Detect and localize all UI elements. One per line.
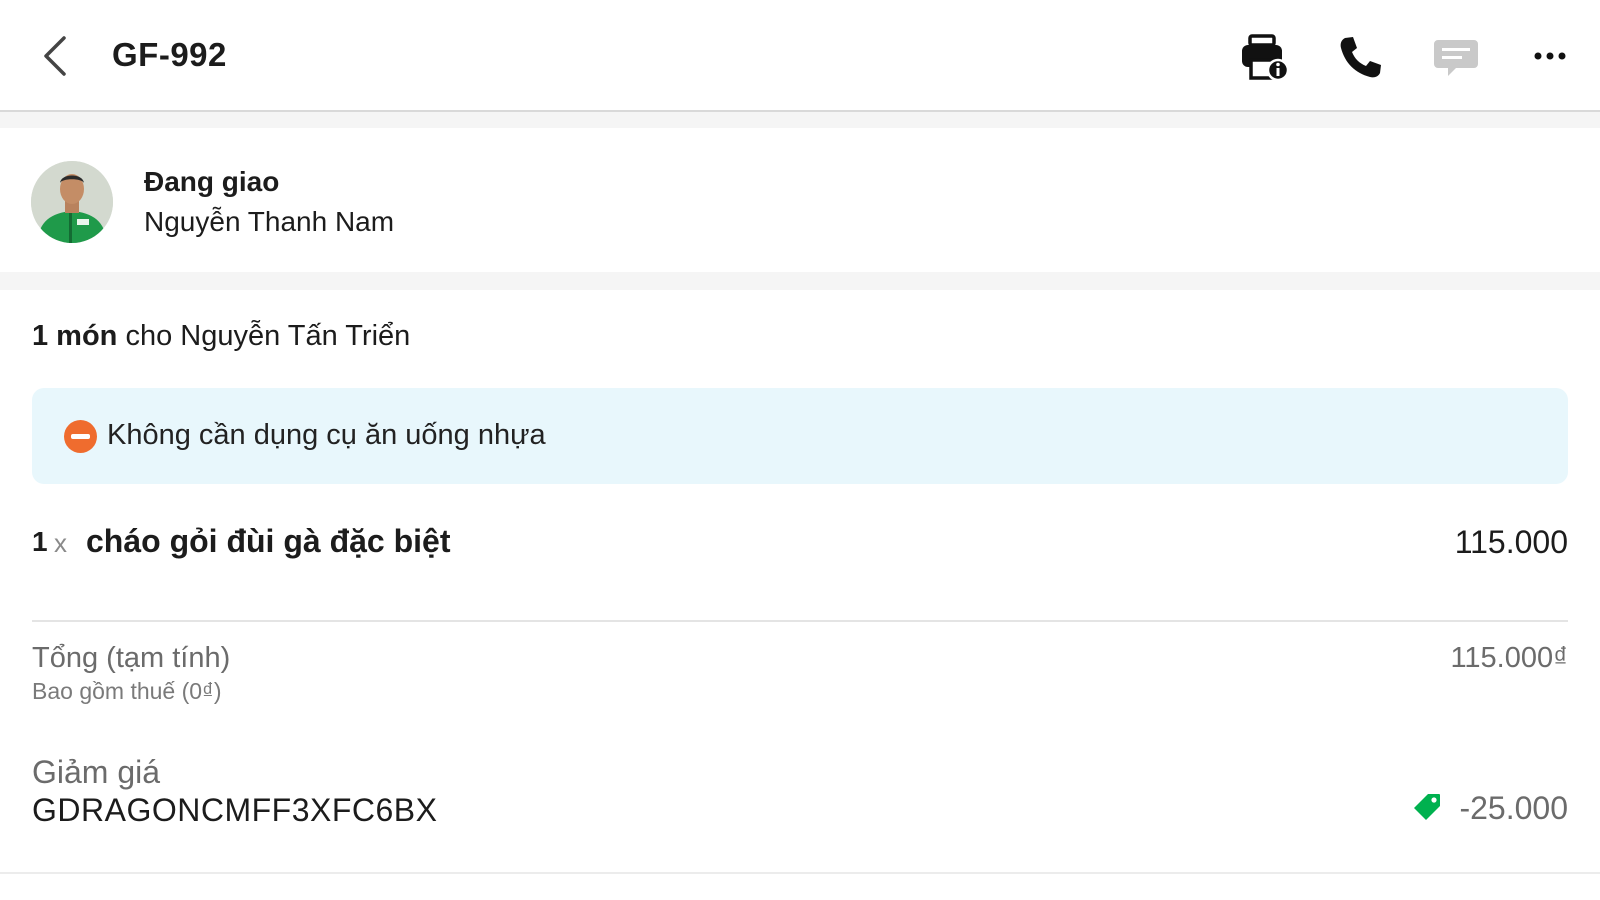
item-count: 1 món [32,320,118,352]
back-button[interactable] [36,34,76,78]
printer-info-button[interactable] [1240,34,1290,82]
no-entry-icon [64,420,97,453]
promo-tag-icon [1414,794,1440,820]
divider [0,872,1600,874]
app-header: GF-992 [0,0,1600,112]
recipient-prefix: cho [125,320,173,352]
order-id-title: GF-992 [112,36,227,73]
section-gap [0,272,1600,290]
chat-button[interactable] [1432,34,1480,82]
item-price: 115.000 [1454,524,1568,560]
cutlery-notice: Không cần dụng cụ ăn uống nhựa [32,388,1568,484]
chat-icon [1434,40,1478,76]
order-item-row: 1 x cháo gỏi đùi gà đặc biệt 115.000 [32,510,1568,570]
item-quantity: 1 [32,526,48,557]
order-details: 1 món cho Nguyễn Tấn Triển Không cần dụn… [0,290,1600,900]
driver-card[interactable]: Đang giao Nguyễn Thanh Nam [0,128,1600,272]
driver-avatar [31,161,113,243]
notice-text: Không cần dụng cụ ăn uống nhựa [107,419,546,451]
discount-code: GDRAGONCMFF3XFC6BX [32,792,438,828]
order-summary-line: 1 món cho Nguyễn Tấn Triển [32,320,410,353]
discount-value: -25.000 [1459,790,1568,826]
subtotal-value: 115.000₫ [1450,642,1568,674]
subtotal-label: Tổng (tạm tính) [32,642,231,674]
phone-icon [1340,37,1381,78]
quantity-multiplier: x [54,528,67,558]
tax-note: Bao gồm thuế (0₫) [32,678,222,704]
discount-label: Giảm giá [32,754,161,790]
delivery-status: Đang giao [144,166,280,197]
printer-info-icon [1242,34,1290,82]
back-icon [44,36,66,76]
section-gap [0,112,1600,128]
driver-name: Nguyễn Thanh Nam [144,206,395,237]
item-name: cháo gỏi đùi gà đặc biệt [86,523,451,559]
divider [32,620,1568,622]
more-options-button[interactable] [1528,34,1576,82]
more-icon [1534,52,1566,60]
recipient-name: Nguyễn Tấn Triển [180,320,411,352]
call-button[interactable] [1336,34,1384,82]
